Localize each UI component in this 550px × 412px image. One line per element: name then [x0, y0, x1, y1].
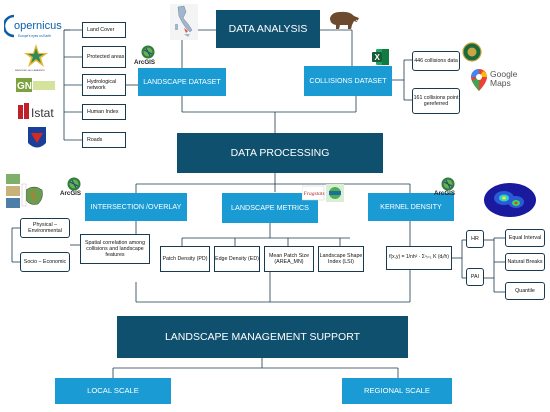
local-scale-box: LOCAL SCALE	[55, 378, 171, 404]
ministero-logo: MINISTERO DELL'AMBIENTE	[14, 42, 58, 72]
italy-map-image	[170, 4, 198, 40]
gn-logo: GN	[16, 76, 56, 96]
patch-density-box: Patch Density (PD)	[160, 246, 210, 272]
police-emblem-logo	[462, 42, 482, 62]
roads-box: Roads	[82, 132, 126, 148]
equal-interval-box: Equal Interval	[505, 229, 545, 247]
physical-environmental-box: Physical – Environmental	[20, 218, 70, 238]
landscape-dataset-box: LANDSCAPE DATASET	[138, 68, 226, 96]
google-maps-logo: Google Maps	[470, 66, 532, 94]
protected-areas-box: Protected areas	[82, 46, 126, 68]
intersection-overlay-box: INTERSECTION /OVERLAY	[85, 193, 187, 221]
arcgis-logo-3: ArcGIS	[434, 176, 460, 200]
campania-region-logo	[26, 125, 48, 153]
wild-boar-icon	[326, 8, 360, 32]
kernel-density-box: KERNEL DENSITY	[368, 193, 454, 221]
istat-logo: Istat	[18, 102, 62, 122]
data-processing-box: DATA PROCESSING	[177, 133, 383, 173]
edge-density-box: Edge Density (ED)	[214, 246, 260, 272]
kernel-formula-box: f(x,y) = 1/nh² · Σⁿᵢ₌₁ K (dᵢ/h)	[386, 246, 452, 270]
excel-icon: X	[372, 48, 390, 66]
landscape-shape-index-box: Landscape Shape Index (LSI)	[318, 246, 364, 272]
collisions-dataset-box: COLLISIONS DATASET	[304, 66, 392, 96]
collisions-georeferred-box: 161 collisions point gereferred	[412, 88, 460, 114]
fragstats-logo: Fragstats 4.2	[301, 182, 348, 206]
landscape-management-support-box: LANDSCAPE MANAGEMENT SUPPORT	[117, 316, 408, 358]
data-analysis-box: DATA ANALYSIS	[216, 10, 320, 48]
land-cover-box: Land Cover	[82, 22, 126, 38]
hr-box: HR	[466, 230, 484, 248]
arcgis-logo: ArcGIS	[134, 44, 160, 68]
copernicus-wordmark: opernicus	[14, 20, 62, 32]
pai-box: PAI	[466, 268, 484, 286]
regional-scale-box: REGIONAL SCALE	[342, 378, 452, 404]
kernel-density-heatmap-image	[482, 180, 538, 220]
hydrological-network-box: Hydrological network	[82, 74, 126, 96]
quantile-box: Quantile	[505, 282, 545, 300]
google-maps-label: Google Maps	[490, 69, 518, 88]
human-index-box: Human Index	[82, 104, 126, 120]
arcgis-logo-2: ArcGIS	[60, 176, 86, 200]
gis-layers-thumbnail	[4, 170, 46, 220]
socio-economic-box: Socio – Economic	[20, 252, 70, 272]
copernicus-tagline: Europe's eyes on Earth	[18, 34, 51, 38]
mean-patch-size-box: Mean Patch Size (AREA_MN)	[264, 246, 314, 272]
copernicus-logo: opernicus Europe's eyes on Earth	[2, 12, 66, 40]
spatial-correlation-box: Spatial correlation among collisions and…	[80, 234, 150, 264]
svg-text:GN: GN	[17, 81, 32, 92]
svg-text:X: X	[375, 53, 381, 62]
natural-breaks-box: Natural Breaks	[505, 253, 545, 271]
ministero-caption: MINISTERO DELL'AMBIENTE	[15, 69, 45, 72]
collisions-data-box: 446 collisions data	[412, 51, 460, 71]
fragstats-wordmark: Fragstats 4.2	[303, 190, 334, 197]
istat-wordmark: Istat	[31, 106, 54, 120]
